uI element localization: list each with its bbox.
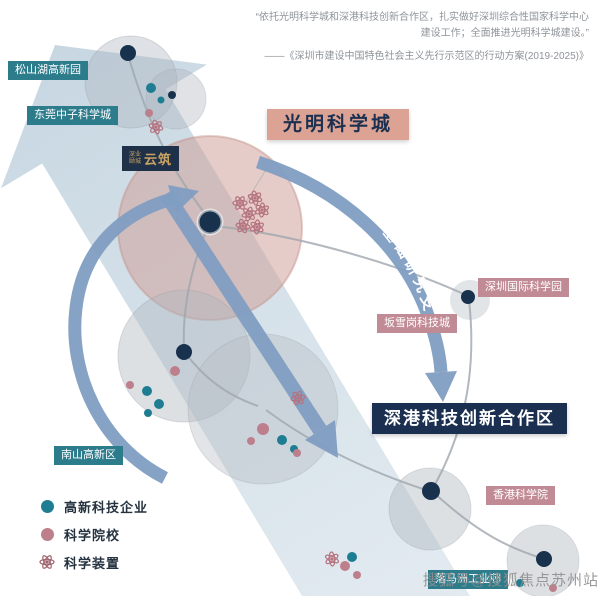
college-dot-icon	[38, 527, 56, 541]
college-dots	[126, 109, 557, 592]
watermark: 搜狐号@搜狐焦点苏州站	[422, 572, 599, 589]
node-dots	[120, 45, 552, 567]
college-dot	[293, 449, 301, 457]
legend-item-device: 科学装置	[38, 548, 148, 576]
yunzhu-logo-subtext-line2: 颐城	[129, 158, 142, 165]
college-dot	[257, 423, 269, 435]
enterprise-dot	[516, 579, 524, 587]
badge-hk-academy: 香港科学院	[486, 486, 555, 505]
node-dot	[422, 482, 440, 500]
node-dot	[536, 551, 552, 567]
zone-circle-dongguan	[145, 68, 207, 130]
atom-icon	[38, 553, 56, 571]
badge-songshanhu: 松山湖高新园	[8, 61, 88, 80]
node-dot	[176, 344, 192, 360]
badge-shenzhen-intl: 深圳国际科学园	[478, 278, 569, 297]
enterprise-dot	[154, 399, 164, 409]
badge-banxuegang: 坂雪岗科技城	[377, 314, 457, 333]
quote-line-2: 建设工作；全面推进光明科学城建设。”	[420, 28, 589, 39]
badge-shengang: 深港科技创新合作区	[372, 403, 567, 434]
enterprise-dot	[146, 83, 156, 93]
enterprise-dot	[142, 386, 152, 396]
zone-circle-hongkong	[388, 467, 472, 551]
legend-label: 科学装置	[64, 555, 121, 571]
college-dot	[549, 584, 557, 592]
yunzhu-logo-subtext-line1: 深业	[129, 151, 142, 158]
yunzhu-logo-main: 云筑	[144, 152, 173, 167]
legend-item-college: 科学院校	[38, 520, 148, 548]
zone-circle-songshanhu	[84, 35, 178, 129]
link-line	[185, 353, 259, 407]
yunzhu-logo-subtext: 深业 颐城	[129, 152, 141, 166]
node-dot	[461, 290, 475, 304]
badge-industrial: 落马洲工业邨	[428, 570, 508, 589]
flow-arrow-center	[159, 189, 338, 458]
node-dot	[120, 45, 136, 61]
quote-source: ——《深圳市建设中国特色社会主义先行示范区的行动方案(2019-2025)》	[264, 51, 589, 62]
legend: 高新科技企业 科学院校 科学装置	[38, 492, 148, 576]
enterprise-dot	[347, 552, 357, 562]
college-dot	[340, 561, 350, 571]
badge-guangming: 光明科学城	[267, 109, 410, 140]
enterprise-dot-icon	[38, 499, 56, 513]
college-dot	[353, 571, 361, 579]
link-line	[432, 491, 542, 559]
enterprise-dot	[157, 96, 165, 104]
quote-line-1: “依托光明科学城和深港科技创新合作区，扎实做好深圳综合性国家科学中心	[255, 12, 589, 23]
zone-circle-central	[187, 333, 339, 485]
legend-item-enterprise: 高新科技企业	[38, 492, 148, 520]
college-dot	[247, 437, 255, 445]
badge-dongguan: 东莞中子科学城	[27, 106, 118, 125]
link-line	[265, 409, 427, 491]
legend-label: 科学院校	[64, 527, 121, 543]
enterprise-dot	[144, 409, 152, 417]
college-dot	[170, 366, 180, 376]
node-dot-guangming	[196, 208, 224, 236]
college-dot	[126, 381, 134, 389]
connector-lines	[127, 54, 542, 559]
legend-label: 高新科技企业	[64, 499, 149, 515]
yunzhu-logo: 深业 颐城 云筑	[122, 146, 180, 171]
policy-quote: “依托光明科学城和深港科技创新合作区，扎实做好深圳综合性国家科学中心 建设工作；…	[207, 10, 589, 65]
link-line	[213, 225, 467, 296]
college-dot	[145, 109, 153, 117]
node-dot	[168, 91, 176, 99]
enterprise-dot	[277, 435, 287, 445]
badge-nanshan: 南山高新区	[54, 446, 123, 465]
